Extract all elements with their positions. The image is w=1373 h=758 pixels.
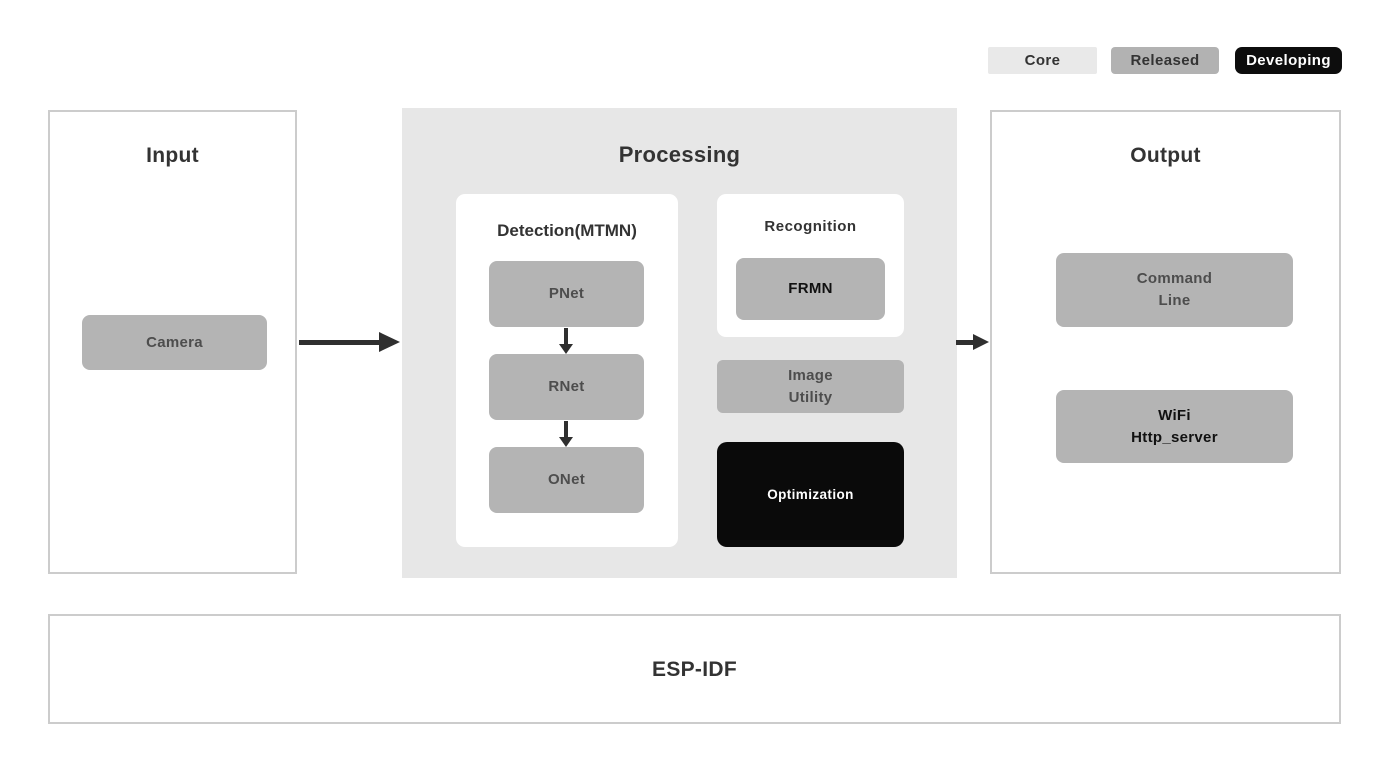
arrow-shaft xyxy=(564,328,568,344)
output-panel-title: Output xyxy=(1130,144,1201,167)
rnet-node-label: RNet xyxy=(548,378,585,396)
optimization-node-label: Optimization xyxy=(767,486,854,502)
arrow-head-icon xyxy=(973,334,989,350)
onet-node-label: ONet xyxy=(547,471,586,489)
image-utility-label-line2: Utility xyxy=(788,388,833,406)
arrow-shaft xyxy=(564,421,568,437)
pnet-node: PNet xyxy=(489,261,644,327)
image-utility-node: Image Utility xyxy=(717,360,904,413)
espidf-panel: ESP-IDF xyxy=(48,614,1341,724)
detection-group: Detection(MTMN) PNet RNet ONet xyxy=(456,194,678,547)
image-utility-label-line1: Image xyxy=(788,366,833,384)
output-panel: Output Command Line WiFi Http_server xyxy=(990,110,1341,574)
arrow-pnet-to-rnet xyxy=(559,328,573,354)
pnet-node-label: PNet xyxy=(548,285,585,303)
legend-core-label: Core xyxy=(1024,52,1061,69)
command-line-label-line1: Command xyxy=(1136,270,1213,288)
rnet-node: RNet xyxy=(489,354,644,420)
arrow-input-to-processing xyxy=(299,332,400,352)
recognition-group: Recognition FRMN xyxy=(717,194,904,337)
input-panel-title: Input xyxy=(146,144,199,167)
recognition-group-title: Recognition xyxy=(764,218,857,235)
frmn-node: FRMN xyxy=(736,258,885,320)
command-line-label-line2: Line xyxy=(1158,292,1191,309)
arrow-shaft xyxy=(956,339,973,345)
optimization-node: Optimization xyxy=(717,442,904,547)
onet-node: ONet xyxy=(489,447,644,513)
arrow-head-icon xyxy=(559,344,573,354)
arrow-head-icon xyxy=(559,437,573,447)
espidf-panel-title: ESP-IDF xyxy=(652,658,737,681)
arrow-head-icon xyxy=(379,332,400,352)
legend-chip-core: Core xyxy=(988,47,1097,74)
legend-released-label: Released xyxy=(1130,52,1200,69)
wifi-label-line2: Http_server xyxy=(1131,428,1218,446)
arrow-rnet-to-onet xyxy=(559,421,573,447)
input-panel: Input Camera xyxy=(48,110,297,574)
arrow-processing-to-output xyxy=(956,334,989,350)
wifi-label-line1: WiFi xyxy=(1158,406,1191,424)
camera-node: Camera xyxy=(82,315,267,370)
wifi-http-server-node: WiFi Http_server xyxy=(1056,390,1293,463)
camera-node-label: Camera xyxy=(146,333,203,351)
command-line-node: Command Line xyxy=(1056,253,1293,327)
processing-panel-title: Processing xyxy=(618,142,741,167)
arrow-shaft xyxy=(299,339,379,345)
frmn-node-label: FRMN xyxy=(788,280,833,298)
legend-developing-label: Developing xyxy=(1246,52,1331,69)
processing-panel: Processing Detection(MTMN) PNet RNet ONe… xyxy=(402,108,957,578)
detection-group-title: Detection(MTMN) xyxy=(497,221,637,240)
legend-chip-released: Released xyxy=(1111,47,1219,74)
legend-chip-developing: Developing xyxy=(1235,47,1342,74)
